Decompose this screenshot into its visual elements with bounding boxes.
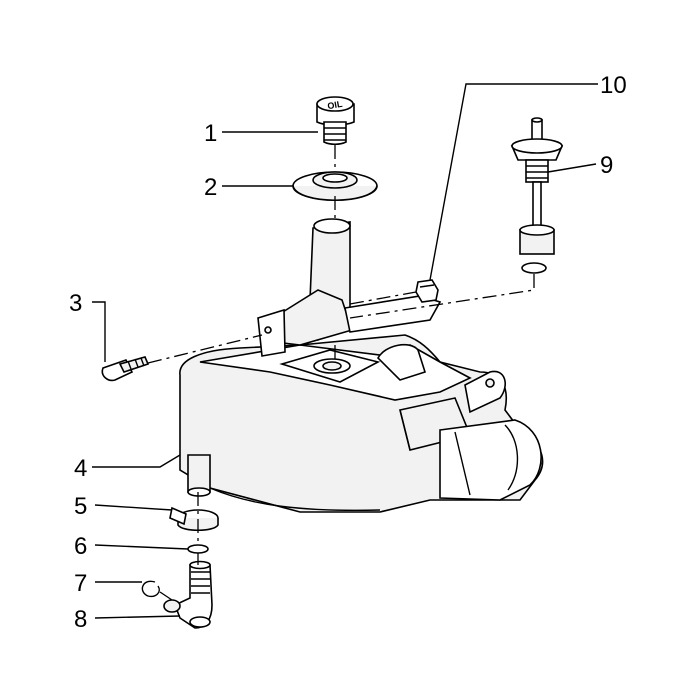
callout-9: 9 [600,152,613,179]
screw [101,356,150,382]
assembly-lines [147,145,535,601]
callout-1: 1 [204,120,217,147]
oil-cap-text: OIL [327,99,344,112]
small-grommet [415,279,439,303]
callout-7: 7 [74,570,87,597]
level-sensor [510,117,564,274]
oil-cap: OIL [316,96,355,146]
washer [187,544,209,554]
filler-neck [257,218,442,357]
callout-2: 2 [204,174,217,201]
leader-lines [92,83,598,619]
callout-8: 8 [74,606,87,633]
callout-6: 6 [74,533,87,560]
callout-5: 5 [74,493,87,520]
grommet [292,171,378,201]
callout-3: 3 [69,290,82,317]
hose-clamp [169,506,219,532]
oil-tank [179,334,544,513]
callout-4: 4 [74,455,87,482]
circlip [141,580,160,598]
callout-10: 10 [600,72,627,99]
elbow-fitting [163,560,213,629]
